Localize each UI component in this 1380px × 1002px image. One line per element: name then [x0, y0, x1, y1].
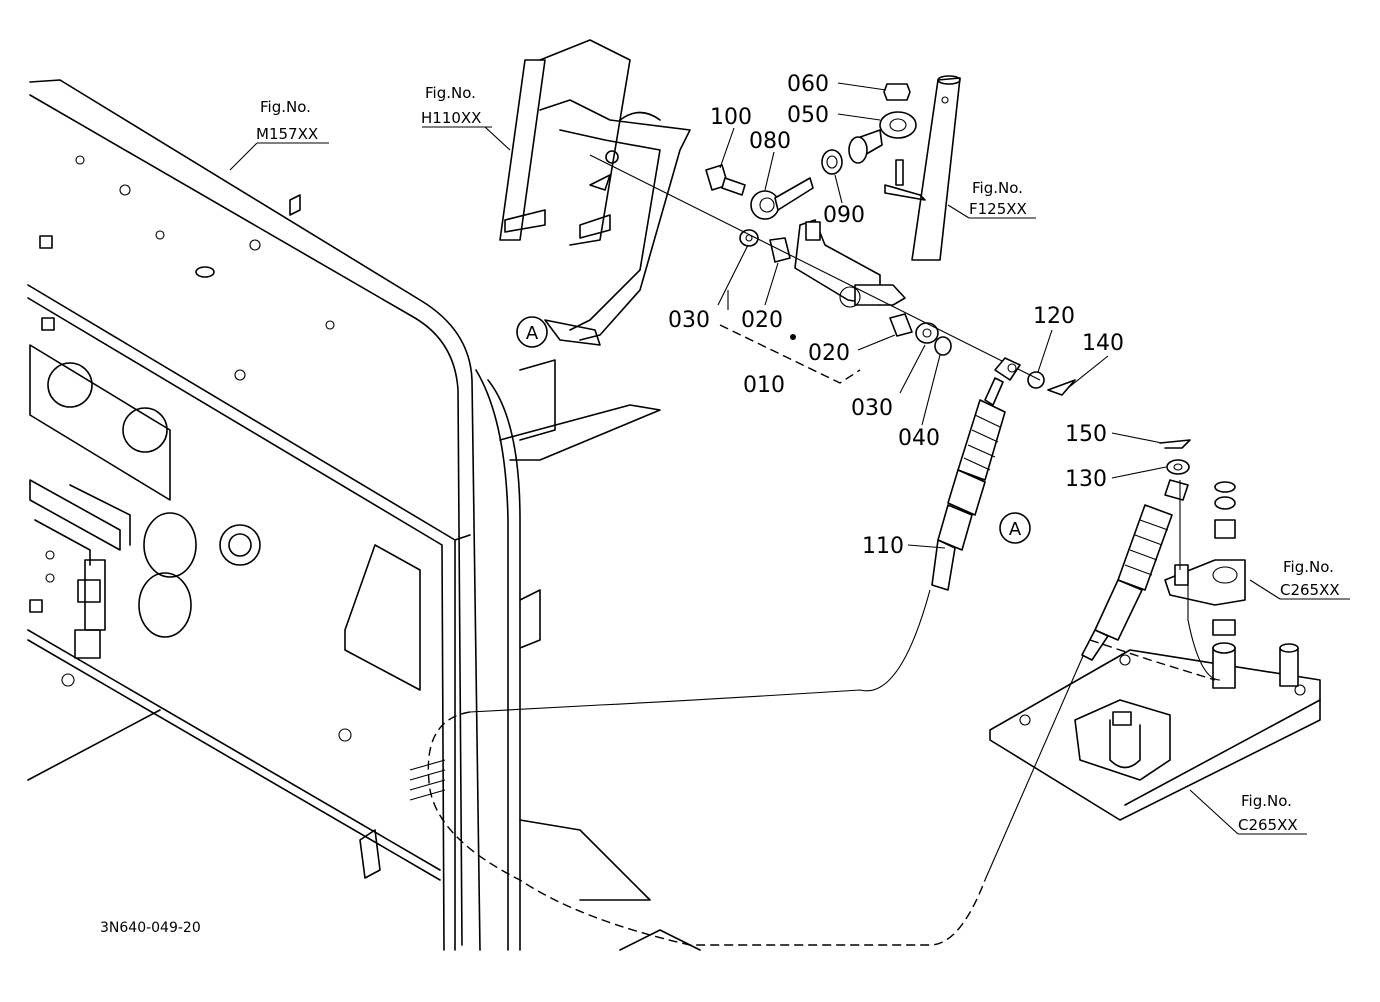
callout-markers: A A	[516, 316, 1031, 544]
part-060: 060	[787, 72, 829, 97]
drawing-code: 3N640-049-20	[100, 920, 201, 936]
fig-ref-c265a-code: C265XX	[1280, 581, 1340, 599]
part-140: 140	[1082, 331, 1124, 356]
part-020-left: 020	[741, 308, 783, 333]
part-050: 050	[787, 103, 829, 128]
part-100: 100	[710, 105, 752, 130]
figure-references: Fig.No. M157XX Fig.No. H110XX Fig.No. F1…	[256, 84, 1340, 834]
fig-ref-h110-prefix: Fig.No.	[425, 84, 476, 102]
throttle-cable	[409, 357, 1189, 946]
fig-ref-m157-code: M157XX	[256, 125, 318, 143]
mounting-bracket	[989, 480, 1321, 821]
part-150: 150	[1065, 422, 1107, 447]
part-030-left: 030	[668, 308, 710, 333]
fig-ref-m157-prefix: Fig.No.	[260, 98, 311, 116]
part-010: 010	[743, 373, 785, 398]
part-040: 040	[898, 426, 940, 451]
part-080: 080	[749, 129, 791, 154]
leader-lines	[229, 82, 1350, 835]
fig-ref-c265a-prefix: Fig.No.	[1283, 558, 1334, 576]
lever-shaft	[884, 75, 961, 261]
part-110: 110	[862, 534, 904, 559]
front-panel	[27, 79, 701, 951]
callout-a-cable: A	[1009, 519, 1022, 540]
fig-ref-c265b-prefix: Fig.No.	[1241, 792, 1292, 810]
part-030-right: 030	[851, 396, 893, 421]
part-020-right: 020	[808, 341, 850, 366]
callout-a-pedal: A	[526, 323, 539, 344]
brake-pedal-assembly	[499, 39, 691, 346]
fig-ref-f125-code: F125XX	[969, 200, 1027, 218]
linkage-parts	[589, 83, 1191, 475]
fig-ref-c265b-code: C265XX	[1238, 816, 1298, 834]
fig-ref-h110-code: H110XX	[421, 109, 481, 127]
part-130: 130	[1065, 467, 1107, 492]
part-120: 120	[1033, 304, 1075, 329]
part-number-labels: 060 050 100 080 090 030 020 020 010 030 …	[668, 72, 1124, 559]
part-090: 090	[823, 203, 865, 228]
fig-ref-f125-prefix: Fig.No.	[972, 179, 1023, 197]
